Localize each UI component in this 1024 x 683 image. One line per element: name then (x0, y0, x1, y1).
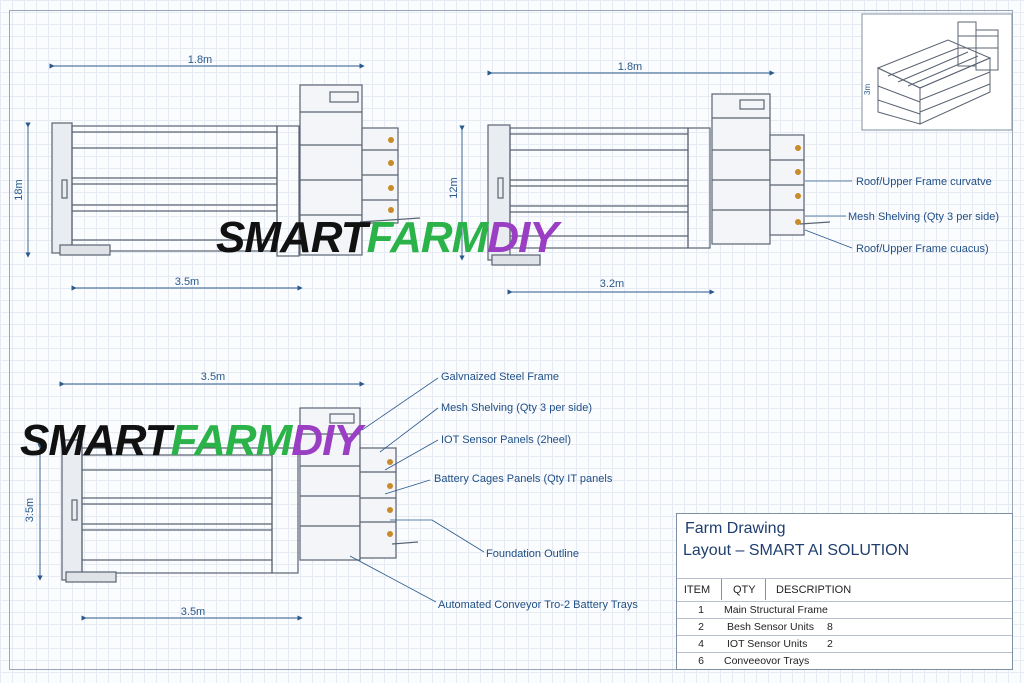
watermark-bottom: SMARTFARMDIY (20, 416, 367, 465)
dim-top-left-width-bottom: 3.5m (175, 276, 199, 288)
callout-galvanized-steel-frame: Galvnaized Steel Frame (441, 371, 559, 383)
watermark-top-farm: FARM (367, 213, 490, 262)
header-description: DESCRIPTION (776, 584, 852, 596)
row-item: 1 (698, 604, 704, 616)
header-qty: QTY (733, 584, 756, 596)
watermark-bottom-smart: SMART (20, 416, 175, 465)
watermark-bottom-farm: FARM (171, 416, 294, 465)
row-qty-value: 2 (827, 638, 833, 650)
watermark-bottom-diy: DIY (291, 416, 366, 465)
parts-table-header: ITEM QTY DESCRIPTION (677, 578, 1012, 601)
callout-foundation-outline: Foundation Outline (486, 548, 579, 560)
title-block: Farm Drawing Layout – SMART AI SOLUTION … (676, 513, 1013, 670)
row-item: 6 (698, 655, 704, 667)
iso-dim-label: 3m (863, 84, 872, 95)
dim-bottom-left-height: 3:5m (24, 498, 36, 522)
view-top-left-fittings (388, 137, 394, 213)
dim-top-left-width-top: 1.8m (188, 54, 212, 66)
title-block-separator (765, 578, 766, 600)
dim-top-right-width-top: 1.8m (618, 61, 642, 73)
dim-bottom-left-width-bottom: 3.5m (181, 606, 205, 618)
row-item: 2 (698, 621, 704, 633)
view-bottom-left-fittings (387, 459, 393, 537)
view-top-right (487, 93, 831, 266)
dims-bottom-left (37, 381, 365, 621)
callout-roof-upper-frame: Roof/Upper Frame curvatve (856, 176, 992, 188)
dims-top-left (25, 63, 365, 291)
callout-mesh-shelving: Mesh Shelving (Qty 3 per side) (441, 402, 592, 414)
row-description: Main Structural Frame (724, 604, 828, 616)
dim-top-left-height: 18m (13, 179, 25, 200)
callout-roof-upper-frame-2: Roof/Upper Frame cuacus) (856, 243, 989, 255)
parts-table: ITEM QTY DESCRIPTION 1 Main Structural F… (677, 578, 1012, 669)
callout-iot-sensor-panels: IOT Sensor Panels (2heel) (441, 434, 571, 446)
row-qty-value: 8 (827, 621, 833, 633)
table-row: 6 Conveeovor Trays (677, 652, 1012, 669)
dim-bottom-left-width-top: 3.5m (201, 371, 225, 383)
dims-top-right (459, 70, 775, 295)
header-item: ITEM (683, 584, 711, 596)
table-row: 1 Main Structural Frame (677, 601, 1012, 618)
view-top-right-fittings (795, 145, 801, 225)
callout-automated-conveyor: Automated Conveyor Tro-2 Battery Trays (438, 599, 638, 611)
title-block-separator (721, 578, 722, 600)
iso-inset: 3m (861, 13, 1013, 131)
svg-text:SMARTFARMDIY: SMARTFARMDIY (20, 416, 366, 465)
row-description: Conveeovor Trays (724, 655, 810, 667)
drawing-border (9, 10, 1013, 670)
row-description: Besh Sensor Units (727, 621, 814, 633)
title-block-line2: Layout – SMART AI SOLUTION (683, 542, 910, 559)
table-row: 4 IOT Sensor Units 2 (677, 635, 1012, 652)
callout-mesh-shelving-top: Mesh Shelving (Qty 3 per side) (848, 211, 999, 223)
watermark-top-diy: DIY (487, 213, 562, 262)
dim-top-right-width-bottom: 3.2m (600, 278, 624, 290)
callout-battery-cages: Battery Cages Panels (Qty IT panels (434, 473, 613, 485)
view-bottom-left (61, 407, 419, 583)
table-row: 2 Besh Sensor Units 8 (677, 618, 1012, 635)
dim-top-right-height: 12m (448, 177, 460, 198)
callout-leaders-top-right (804, 180, 853, 249)
row-description: IOT Sensor Units (727, 638, 808, 650)
title-block-line1: Farm Drawing (685, 520, 786, 537)
view-top-left (51, 84, 421, 257)
watermark-top: SMARTFARMDIY (216, 213, 563, 262)
row-item: 4 (698, 638, 704, 650)
svg-text:SMARTFARMDIY: SMARTFARMDIY (216, 213, 562, 262)
callout-leaders-bottom-left (349, 377, 485, 603)
watermark-top-smart: SMART (216, 213, 371, 262)
